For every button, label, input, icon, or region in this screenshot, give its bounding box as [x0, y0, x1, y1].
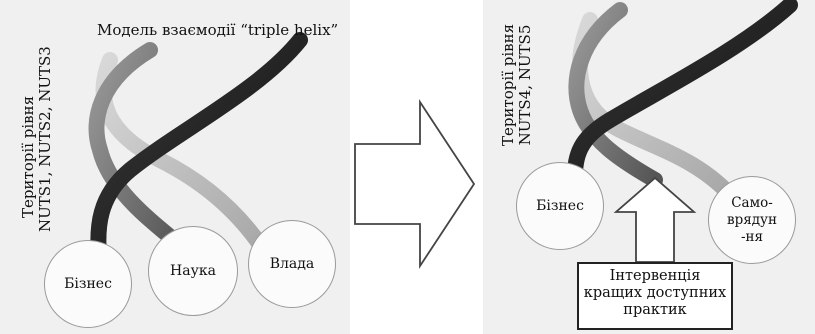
left-helix [88, 32, 308, 273]
circle-business-right: Бізнес [516, 162, 604, 250]
callout-line1: Інтервенція [609, 268, 701, 284]
circle-science: Наука [148, 226, 238, 316]
self-gov-line3: -ня [740, 228, 764, 245]
right-territory-line2: NUTS4, NUTS5 [516, 24, 534, 146]
circle-science-label: Наука [170, 263, 216, 279]
left-territory-line2: NUTS1, NUTS2, NUTS3 [36, 46, 54, 232]
circle-business-left: Бізнес [44, 240, 132, 328]
circle-self-government: Само- врядун -ня [708, 176, 796, 264]
transition-arrow [354, 98, 476, 270]
right-territory-label: Території рівня NUTS4, NUTS5 [499, 10, 534, 160]
left-panel-title: Модель взаємодії “triple helix” [97, 21, 339, 39]
left-strand-mid [88, 42, 188, 253]
callout-line3: практик [623, 302, 687, 318]
circle-business-left-label: Бізнес [64, 276, 112, 292]
circle-government-label: Влада [269, 256, 315, 272]
intervention-callout: Інтервенція кращих доступних практик [577, 262, 733, 330]
circle-government: Влада [248, 220, 336, 308]
right-strand-mid [568, 2, 663, 188]
right-strand-dark [567, 0, 798, 183]
left-territory-label: Території рівня NUTS1, NUTS2, NUTS3 [19, 46, 54, 232]
self-gov-line2: врядун [726, 211, 777, 228]
left-strand-dark [90, 32, 308, 273]
circle-business-right-label: Бізнес [536, 198, 584, 214]
callout-line2: кращих доступних [583, 285, 727, 301]
self-gov-line1: Само- [731, 194, 773, 211]
right-territory-line1: Території рівня [499, 23, 517, 147]
right-helix [567, 0, 798, 208]
left-territory-line1: Території рівня [19, 95, 37, 219]
intervention-arrow [613, 176, 697, 263]
